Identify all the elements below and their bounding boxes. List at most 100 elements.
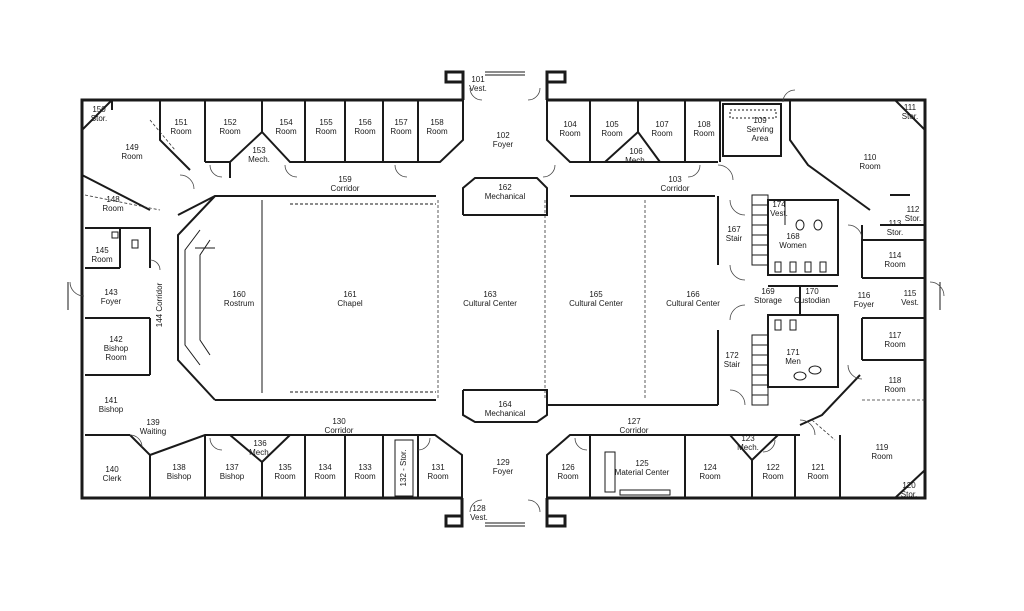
room-name: Foyer: [101, 297, 122, 306]
room-number: 118: [889, 376, 902, 385]
room-number: 134: [318, 463, 332, 472]
room-name: Room: [807, 472, 829, 481]
room-number: 158: [430, 118, 444, 127]
room-132[interactable]: 132 - Stor.: [399, 450, 408, 487]
room-name: Stair: [724, 360, 741, 369]
room-number: 121: [811, 463, 825, 472]
room-number: 138: [172, 463, 186, 472]
room-number: 120: [902, 481, 916, 490]
room-name: Room: [314, 472, 336, 481]
room-number: 140: [105, 465, 119, 474]
room-name: Mechanical: [485, 409, 526, 418]
room-number: 101: [471, 75, 485, 84]
interior-walls: [81, 100, 925, 498]
room-name: Mech.: [737, 443, 759, 452]
room-144[interactable]: 144 Corridor: [155, 282, 164, 327]
room-name: Room: [871, 452, 893, 461]
room-name: Stor.: [901, 490, 917, 499]
room-number: 131: [431, 463, 445, 472]
room-name: Chapel: [337, 299, 363, 308]
room-number: 137: [225, 463, 239, 472]
room-number: 111: [904, 103, 917, 112]
